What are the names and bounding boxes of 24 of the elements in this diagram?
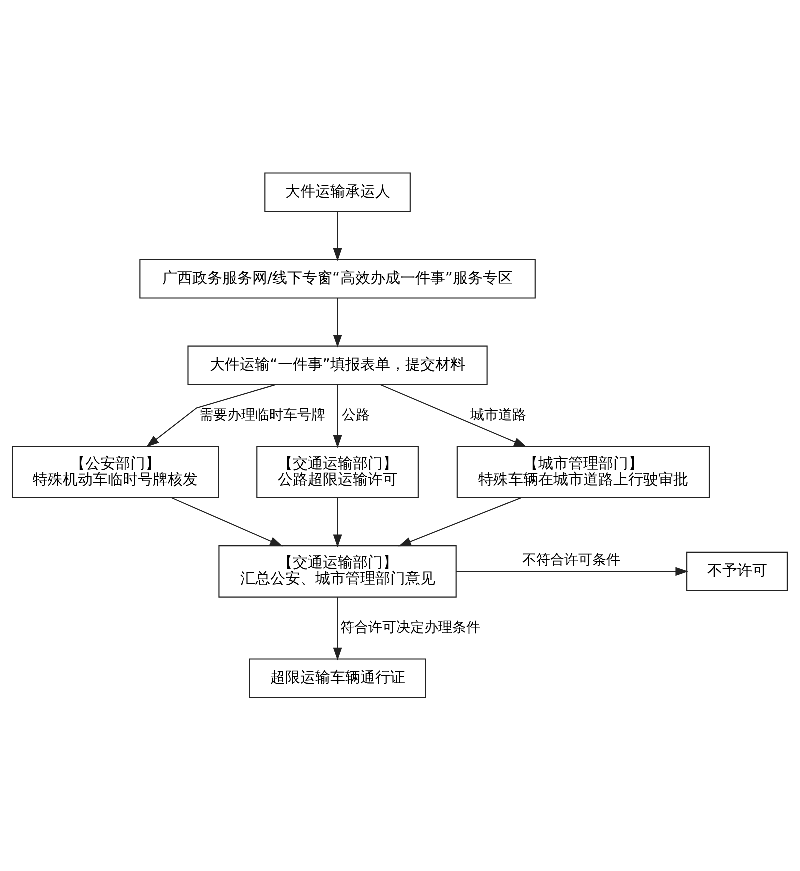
node-box: 大件运输承运人 (264, 172, 411, 212)
edge-label: 不符合许可条件 (522, 552, 621, 569)
node-box: 【公安部门】 特殊机动车临时号牌核发 (12, 446, 220, 499)
arrow (333, 598, 342, 661)
arrow (398, 498, 522, 547)
edge-label: 公路 (342, 407, 370, 424)
edge-label: 符合许可决定办理条件 (340, 620, 480, 636)
arrow (333, 298, 342, 348)
arrow (333, 384, 342, 448)
arrow (146, 384, 276, 448)
node-box: 大件运输“一件事”填报表单，提交材料 (188, 346, 488, 386)
node-box: 【交通运输部门】 汇总公安、城市管理部门意见 (218, 546, 457, 598)
arrow (456, 567, 689, 576)
node-box: 【城市管理部门】 特殊车辆在城市道路上行驶审批 (456, 446, 710, 499)
arrow (380, 384, 527, 448)
node-box: 广西政务服务网/线下专窗“高效办成一件事”服务专区 (140, 259, 536, 299)
node-box: 【交通运输部门】 公路超限运输许可 (256, 446, 419, 499)
arrow (333, 212, 342, 262)
arrow (333, 498, 342, 548)
arrow (172, 498, 283, 547)
node-box: 超限运输车辆通行证 (249, 658, 426, 698)
node-box: 不予许可 (686, 552, 788, 592)
edge-label: 城市道路 (470, 407, 527, 424)
edge-label: 需要办理临时车号牌 (199, 407, 326, 424)
